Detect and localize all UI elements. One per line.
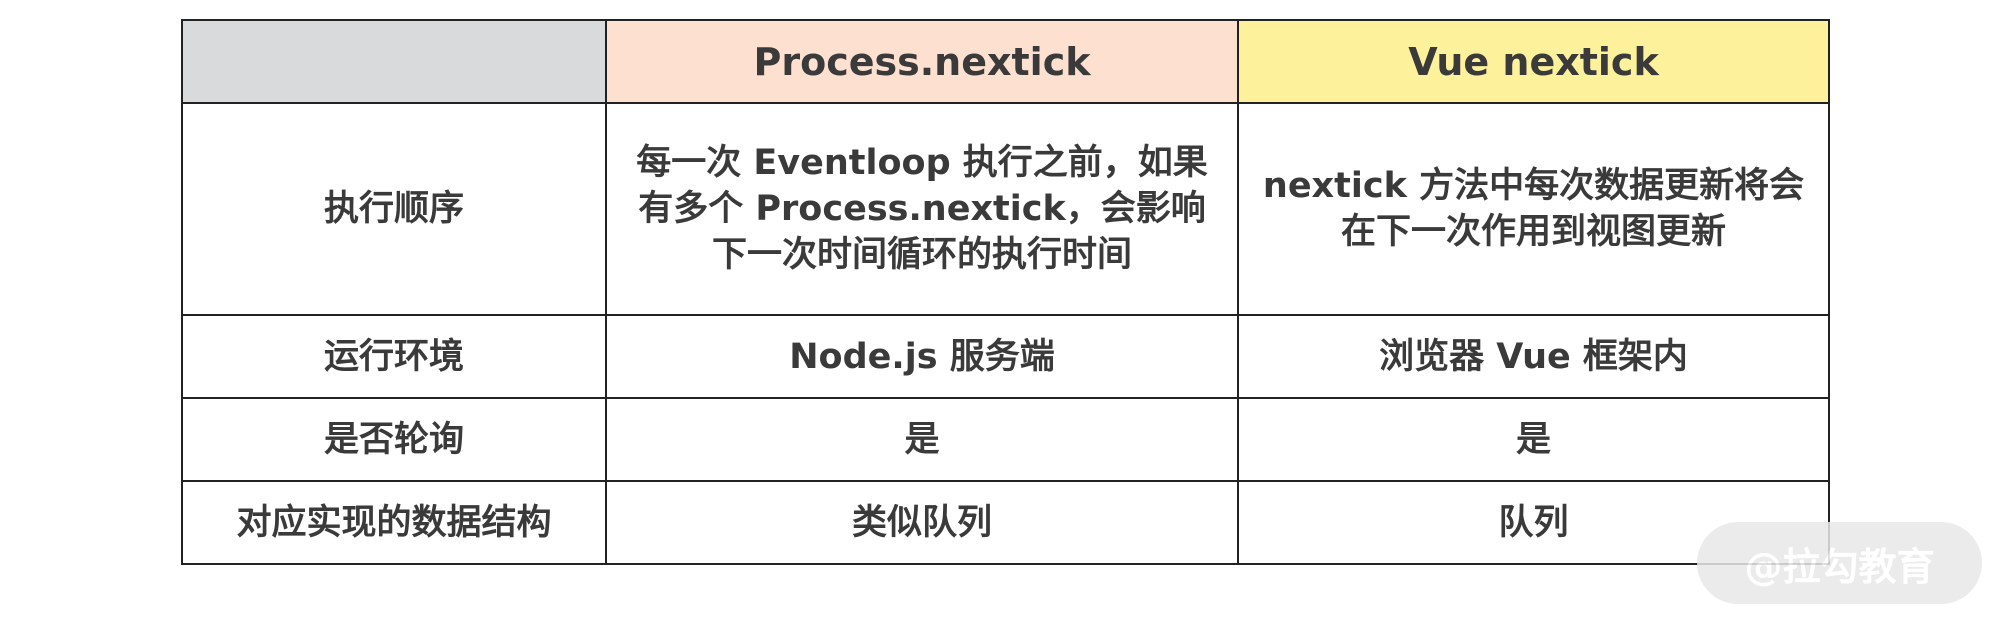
row-label-polling: 是否轮询 bbox=[181, 397, 607, 482]
row-label-data-structure: 对应实现的数据结构 bbox=[181, 480, 607, 565]
table-row: 是否轮询 是 是 bbox=[181, 397, 1830, 482]
header-corner-cell bbox=[181, 19, 607, 104]
cell-vue-execution-order: nextick 方法中每次数据更新将会在下一次作用到视图更新 bbox=[1237, 102, 1830, 316]
row-label-runtime-environment: 运行环境 bbox=[181, 314, 607, 399]
cell-process-execution-order: 每一次 Eventloop 执行之前，如果有多个 Process.nextick… bbox=[605, 102, 1239, 316]
watermark-text: @拉勾教育 bbox=[1744, 544, 1935, 589]
comparison-table-container: Process.nextick Vue nextick 执行顺序 每一次 Eve… bbox=[181, 19, 1830, 565]
cell-process-runtime-environment: Node.js 服务端 bbox=[605, 314, 1239, 399]
cell-process-data-structure: 类似队列 bbox=[605, 480, 1239, 565]
cell-vue-polling: 是 bbox=[1237, 397, 1830, 482]
table-row: 执行顺序 每一次 Eventloop 执行之前，如果有多个 Process.ne… bbox=[181, 102, 1830, 316]
table-header-row: Process.nextick Vue nextick bbox=[181, 19, 1830, 104]
table-row: 运行环境 Node.js 服务端 浏览器 Vue 框架内 bbox=[181, 314, 1830, 399]
cell-process-polling: 是 bbox=[605, 397, 1239, 482]
comparison-table: Process.nextick Vue nextick 执行顺序 每一次 Eve… bbox=[181, 19, 1830, 565]
row-label-execution-order: 执行顺序 bbox=[181, 102, 607, 316]
table-row: 对应实现的数据结构 类似队列 队列 bbox=[181, 480, 1830, 565]
cell-vue-runtime-environment: 浏览器 Vue 框架内 bbox=[1237, 314, 1830, 399]
header-vue-nextick: Vue nextick bbox=[1237, 19, 1830, 104]
watermark-badge: @拉勾教育 bbox=[1697, 522, 1982, 604]
header-process-nextick: Process.nextick bbox=[605, 19, 1239, 104]
